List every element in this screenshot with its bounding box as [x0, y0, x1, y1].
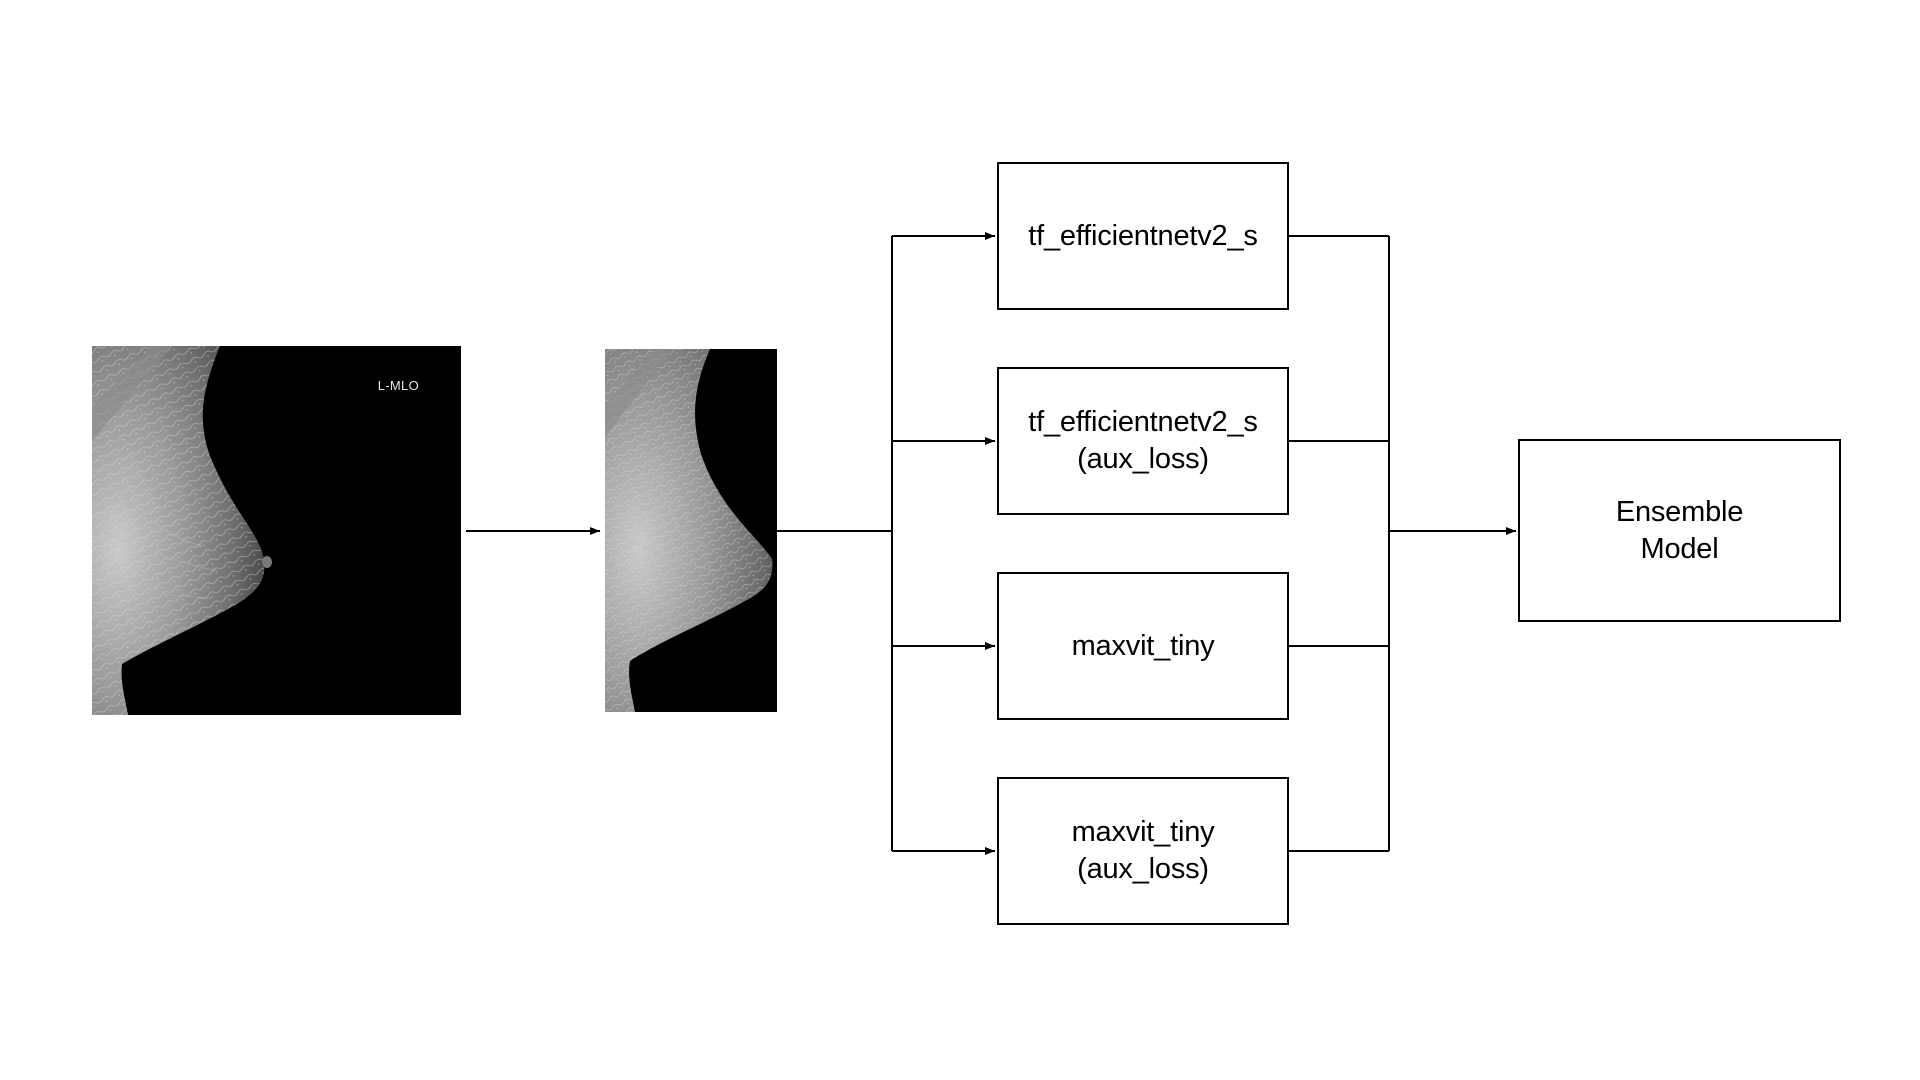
model-label: maxvit_tiny — [1071, 629, 1215, 662]
model-box-tf-efficientnetv2-s-aux-loss: tf_efficientnetv2_s (aux_loss) — [997, 367, 1289, 515]
cropped-mammogram-image — [605, 349, 777, 712]
mammogram-image: L-MLO — [92, 346, 461, 715]
model-label: tf_efficientnetv2_s (aux_loss) — [1028, 406, 1258, 475]
ensemble-model-box: Ensemble Model — [1518, 439, 1841, 622]
ensemble-label: Ensemble Model — [1615, 495, 1744, 565]
model-box-tf-efficientnetv2-s: tf_efficientnetv2_s — [997, 162, 1289, 310]
model-box-maxvit-tiny-aux-loss: maxvit_tiny (aux_loss) — [997, 777, 1289, 925]
model-box-maxvit-tiny: maxvit_tiny — [997, 572, 1289, 720]
view-tag: L-MLO — [377, 378, 419, 393]
model-label: tf_efficientnetv2_s — [1028, 219, 1258, 252]
model-label: maxvit_tiny (aux_loss) — [1071, 816, 1215, 885]
